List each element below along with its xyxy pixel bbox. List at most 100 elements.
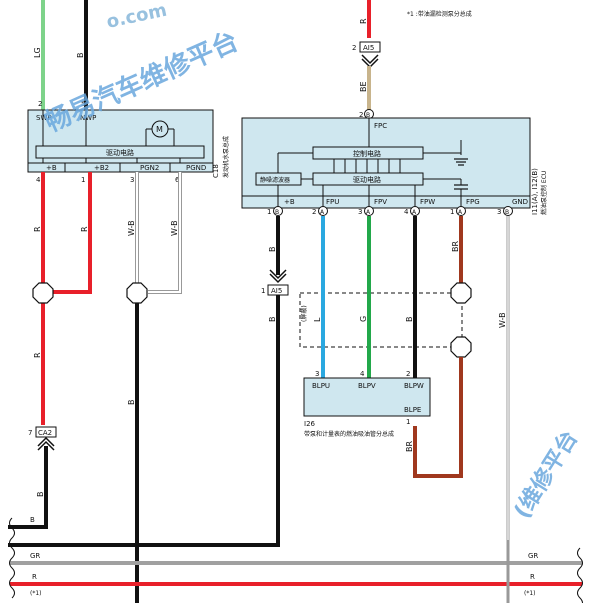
ai5-top-pin: 2	[352, 44, 356, 52]
bus-break-left	[9, 517, 15, 599]
connector-ai5-top	[359, 41, 381, 53]
wire-label-br2: BR	[405, 441, 414, 452]
wire-label-b1: B	[127, 400, 136, 406]
c18-pgn2: PGN2	[140, 164, 159, 172]
pump-box	[303, 377, 431, 417]
footnote: *1 :带油漏检测泵分总成	[407, 10, 472, 18]
fpc-connector-label: B	[366, 112, 370, 119]
c18-pin-b: +B	[46, 164, 57, 172]
ecu-control-label: 控制电路	[353, 149, 381, 158]
wire-label-r-top: R	[359, 18, 368, 24]
ca2-pin: 7	[28, 429, 32, 437]
c18-pin-3: 3	[130, 176, 134, 184]
watermark-right: (维修平台	[509, 426, 583, 523]
ecu-c3-label: A	[366, 209, 371, 216]
ecu-p4: 4	[404, 208, 409, 216]
wire-label-be: BE	[359, 81, 368, 92]
splice-left-wb	[126, 282, 148, 304]
ecu-p3: 3	[358, 208, 362, 216]
pump-p2: 2	[406, 370, 410, 378]
wire-label-b-mid2: B	[268, 317, 277, 323]
wire-label-r1: R	[33, 226, 42, 232]
c18-name: 发动机水泵总成	[222, 136, 230, 178]
shield-box	[299, 292, 463, 348]
wire-label-b-mid: B	[268, 247, 277, 253]
pump-name: 带泵和计量表的燃油吸油管分总成	[304, 430, 394, 438]
ecu-c5-label: A	[458, 209, 463, 216]
pump-blpv: BLPV	[358, 382, 376, 390]
bus-b-left: B	[30, 516, 35, 524]
ca2-label: CA2	[38, 429, 52, 437]
ecu-p2: 2	[312, 208, 316, 216]
c18-pin-1: 1	[81, 176, 85, 184]
motor-label: M	[156, 125, 163, 134]
bus-r-left: R	[32, 573, 37, 581]
splice-br-top	[450, 282, 472, 304]
wire-label-l: L	[313, 317, 322, 322]
ecu-drive-label: 驱动电路	[353, 175, 381, 184]
wire-label-wb2: W-B	[170, 220, 179, 236]
ecu-p1: 1	[267, 208, 271, 216]
pump-p3: 3	[315, 370, 319, 378]
pump-blpu: BLPU	[312, 382, 330, 390]
ecu-p5: 1	[450, 208, 454, 216]
pump-p4: 4	[360, 370, 365, 378]
pump-id: I26	[304, 420, 316, 428]
pin-5: 5	[81, 100, 85, 108]
bus-note-right: (*1)	[524, 590, 536, 597]
wire-label-wb-gnd: W-B	[498, 312, 507, 328]
c18-id: C18	[212, 164, 220, 178]
c18-pin-b2: +B2	[94, 164, 109, 172]
ai5-mid-label: AI5	[271, 287, 282, 295]
wire-label-b3: B	[405, 317, 414, 323]
bus-gr-left: GR	[30, 552, 40, 560]
c18-drive-label: 驱动电路	[106, 148, 134, 157]
ai5-top-label: AI5	[363, 44, 374, 52]
bus-break-right	[577, 547, 583, 603]
ecu-c1-label: B	[275, 209, 279, 216]
ecu-gnd: GND	[512, 198, 528, 206]
c18-drive-circuit	[35, 145, 205, 159]
wire-label-lg: LG	[33, 47, 42, 58]
bus-r-right: R	[530, 573, 535, 581]
ecu-fpv: FPV	[374, 198, 387, 206]
ai5-mid-pin: 1	[261, 287, 265, 295]
ecu-fpc: FPC	[374, 122, 387, 130]
c18-nwp: NWP	[80, 114, 96, 122]
wire-label-b2: B	[36, 492, 45, 498]
ecu-noise-label: 静噪滤波器	[260, 176, 290, 184]
c18-pin-4: 4	[36, 176, 41, 184]
splice-left-r	[32, 282, 54, 304]
watermark-domain: o.com	[105, 0, 169, 33]
splice-br-bottom	[450, 336, 472, 358]
bus-note-left: (*1)	[30, 590, 42, 597]
bus-gr-right: GR	[528, 552, 538, 560]
ecu-c2	[318, 206, 328, 216]
ecu-fpg: FPG	[466, 198, 480, 206]
wire-label-r2: R	[80, 226, 89, 232]
fpc-pin: 2	[359, 111, 363, 119]
pump-p1: 1	[406, 418, 410, 426]
ecu-c4-label: A	[412, 209, 417, 216]
c18-swp: SWP	[36, 114, 52, 122]
wire-label-wb1: W-B	[127, 220, 136, 236]
ecu-c3	[364, 206, 374, 216]
ecu-p6: 3	[497, 208, 501, 216]
ecu-c5	[456, 206, 466, 216]
pump-blpe: BLPE	[404, 406, 421, 414]
wire-label-r3: R	[33, 352, 42, 358]
wire-label-g: G	[359, 316, 368, 322]
module-c18	[27, 109, 214, 173]
ecu-c6	[503, 206, 513, 216]
shield-label: (屏蔽)	[300, 305, 308, 322]
ecu-fpw: FPW	[420, 198, 435, 206]
pin-2: 2	[38, 100, 42, 108]
ecu-c4	[410, 206, 420, 216]
ecu-id: I11(A), I12(B)	[531, 168, 539, 215]
ecu-pin-b: +B	[284, 198, 295, 206]
c18-pin-6: 6	[175, 176, 180, 184]
ecu-fpu: FPU	[326, 198, 339, 206]
wire-label-b-top: B	[76, 53, 85, 59]
wire-label-br: BR	[451, 241, 460, 252]
